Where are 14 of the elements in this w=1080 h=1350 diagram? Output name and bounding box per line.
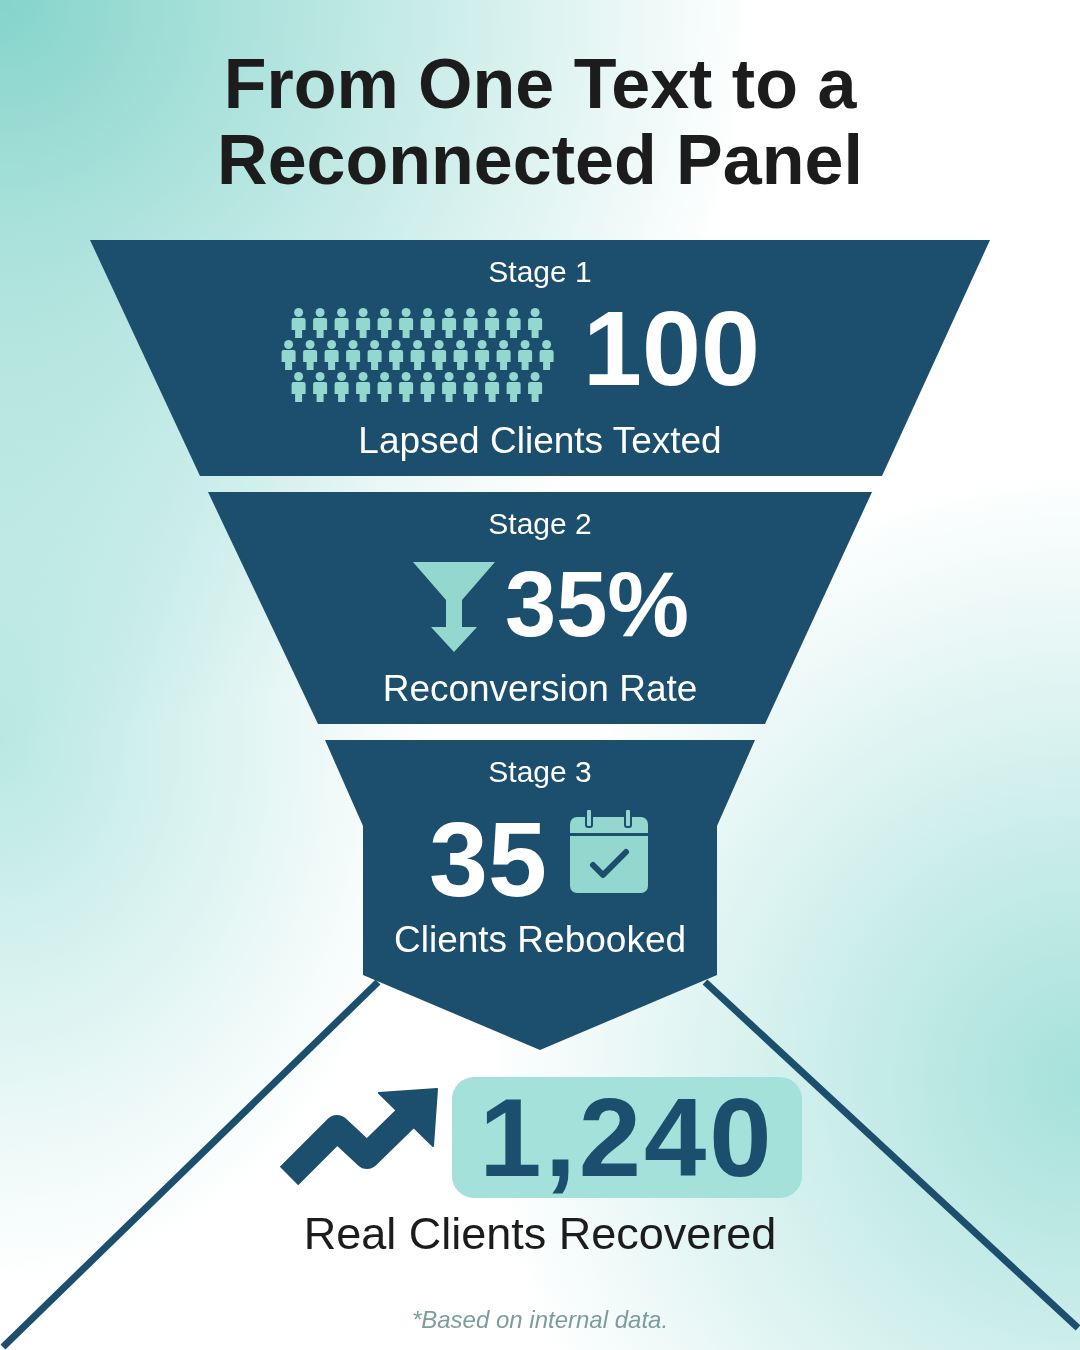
stat-caption: Reconversion Rate bbox=[382, 669, 698, 709]
stage-label: Stage 1 bbox=[488, 254, 592, 290]
stat-caption: Clients Rebooked bbox=[393, 920, 687, 960]
stat-number: 1,240 bbox=[479, 1081, 775, 1194]
stat-number: 100 bbox=[583, 295, 760, 401]
title: From One Text to a Reconnected Panel bbox=[216, 46, 864, 198]
stat-caption: Real Clients Recovered bbox=[303, 1209, 777, 1259]
stat-number: 35% bbox=[505, 558, 690, 650]
highlight-panel bbox=[452, 1077, 802, 1198]
footnote: *Based on internal data. bbox=[411, 1305, 669, 1335]
stat-caption: Lapsed Clients Texted bbox=[358, 421, 722, 461]
stage-label: Stage 2 bbox=[488, 506, 592, 542]
stage-label: Stage 3 bbox=[488, 754, 592, 790]
stat-number: 35 bbox=[429, 806, 547, 912]
